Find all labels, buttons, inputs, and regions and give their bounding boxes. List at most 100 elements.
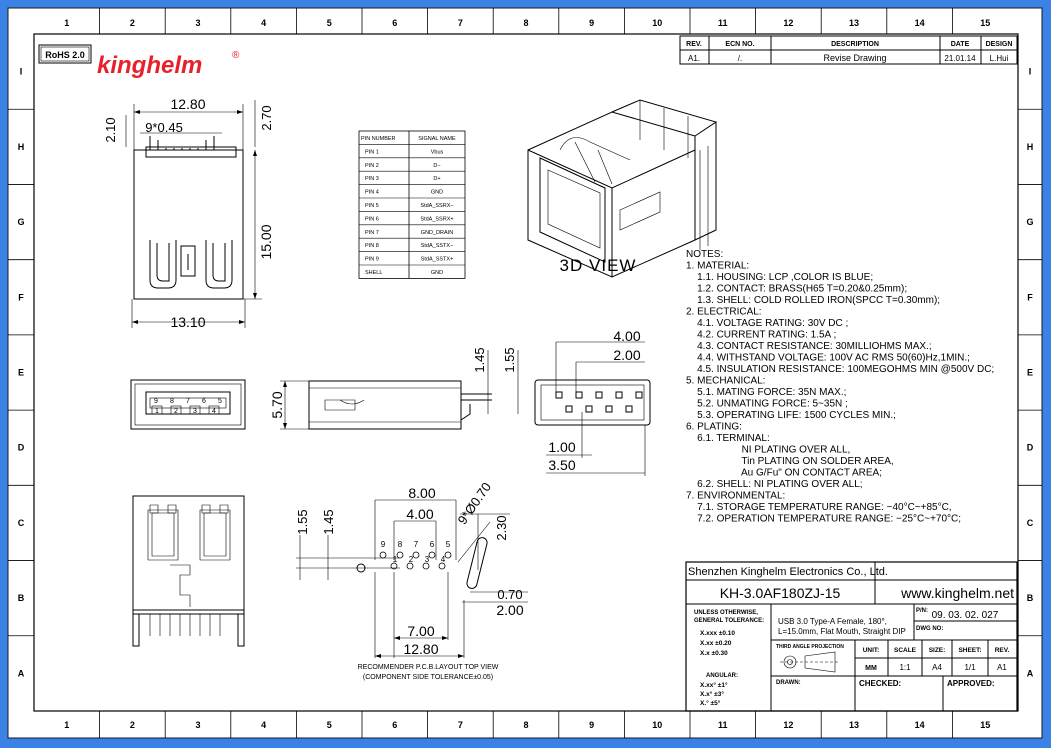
pin-table-cell: StdA_SSTX+ bbox=[421, 257, 454, 263]
end-view: 4.00 2.00 1.00 3.50 bbox=[534, 328, 651, 476]
column-label: 1 bbox=[64, 720, 69, 730]
tolerance-title-1: UNLESS OTHERWISE, bbox=[694, 610, 758, 616]
pcb-hole-label: 3 bbox=[425, 555, 430, 564]
pin-label: 9 bbox=[154, 398, 158, 405]
dim-pcb-230: 2.30 bbox=[494, 515, 509, 540]
note-line: 5.1. MATING FORCE: 35N MAX.; bbox=[686, 387, 846, 398]
note-line: 7.2. OPERATION TEMPERATURE RANGE: −25°C~… bbox=[686, 514, 961, 525]
note-line: 1.3. SHELL: COLD ROLLED IRON(SPCC T=0.30… bbox=[686, 295, 940, 306]
column-label: 5 bbox=[327, 18, 332, 28]
column-label: 10 bbox=[652, 18, 662, 28]
column-label: 8 bbox=[523, 18, 528, 28]
note-line: 6.2. SHELL: NI PLATING OVER ALL; bbox=[686, 479, 863, 490]
column-label: 8 bbox=[523, 720, 528, 730]
pin-label: 5 bbox=[218, 398, 222, 405]
note-line: Au G/Fu" ON CONTACT AREA; bbox=[686, 468, 882, 479]
unit-label: UNIT: bbox=[863, 647, 880, 654]
row-label: I bbox=[20, 67, 23, 77]
note-line: 1.2. CONTACT: BRASS(H65 T=0.20&0.25mm); bbox=[686, 284, 907, 295]
row-label: H bbox=[1027, 142, 1034, 152]
dim-height: 15.00 bbox=[258, 224, 274, 259]
pin-table-cell: StdA_SSRX+ bbox=[420, 216, 453, 222]
pcb-hole-label: 4 bbox=[441, 555, 446, 564]
rev-header-date: DATE bbox=[951, 41, 970, 48]
pin-table-cell: PIN 7 bbox=[365, 230, 379, 236]
sheet-value: 1/1 bbox=[964, 663, 976, 672]
pcb-hole-label: 1 bbox=[393, 555, 398, 564]
dim-end-350: 3.50 bbox=[548, 457, 575, 473]
column-label: 2 bbox=[130, 720, 135, 730]
description-line-1: USB 3.0 Type-A Female, 180°, bbox=[778, 617, 887, 626]
pin-table-cell: PIN 1 bbox=[365, 149, 379, 155]
column-label: 9 bbox=[589, 18, 594, 28]
pin-table-cell: PIN 3 bbox=[365, 176, 379, 182]
pcb-hole bbox=[406, 562, 414, 570]
notes: NOTES:1. MATERIAL: 1.1. HOUSING: LCP ,CO… bbox=[686, 249, 994, 525]
drawn-label: DRAWN: bbox=[776, 680, 801, 686]
note-line: 7.1. STORAGE TEMPERATURE RANGE: −40°C~+8… bbox=[686, 502, 952, 513]
rev-value-date: 21.01.14 bbox=[944, 54, 976, 63]
pcb-hole bbox=[390, 562, 398, 570]
note-line: 4.5. INSULATION RESISTANCE: 100MEGOHMS M… bbox=[686, 364, 994, 375]
pin-table-cell: GND bbox=[431, 190, 443, 196]
title-block: Shenzhen Kinghelm Electronics Co., Ltd. … bbox=[685, 561, 1018, 712]
angular-title: ANGULAR: bbox=[706, 673, 738, 679]
pin-table-cell: Vbus bbox=[431, 149, 444, 155]
projection-label: THIRD ANGLE PROJECTION bbox=[776, 644, 844, 650]
column-label: 11 bbox=[718, 18, 728, 28]
column-label: 9 bbox=[589, 720, 594, 730]
rev-label: REV. bbox=[995, 647, 1010, 654]
dim-pcb-400: 4.00 bbox=[406, 506, 433, 522]
tolerance-1: X.xxx ±0.10 bbox=[700, 630, 735, 637]
part-number: KH-3.0AF180ZJ-15 bbox=[720, 585, 841, 601]
row-label: H bbox=[18, 142, 25, 152]
pcb-hole-label: 5 bbox=[446, 540, 451, 549]
rev-value-description: Revise Drawing bbox=[823, 53, 886, 63]
kinghelm-logo: kinghelm ® bbox=[97, 50, 240, 79]
row-label: F bbox=[1027, 292, 1033, 302]
dim-pcb-145: 1.45 bbox=[321, 509, 336, 534]
website: www.kinghelm.net bbox=[900, 585, 1014, 601]
column-label: 15 bbox=[980, 720, 990, 730]
row-label: I bbox=[1029, 67, 1032, 77]
row-label: F bbox=[18, 292, 24, 302]
note-line: 4.4. WITHSTAND VOLTAGE: 100V AC RMS 50(6… bbox=[686, 353, 970, 364]
note-line: 1.1. HOUSING: LCP ,COLOR IS BLUE; bbox=[686, 272, 873, 283]
pin-table-cell: PIN 4 bbox=[365, 190, 379, 196]
logo-registered-mark: ® bbox=[232, 50, 240, 61]
rev-header-description: DESCRIPTION bbox=[831, 41, 879, 48]
column-label: 7 bbox=[458, 720, 463, 730]
pn-value: 09. 03. 02. 027 bbox=[932, 610, 999, 621]
column-label: 12 bbox=[783, 18, 793, 28]
row-label: B bbox=[18, 593, 25, 603]
pin-table-cell: PIN 9 bbox=[365, 257, 379, 263]
note-line: 6. PLATING: bbox=[686, 422, 742, 433]
note-line: 4.3. CONTACT RESISTANCE: 30MILLIOHMS MAX… bbox=[686, 341, 932, 352]
dim-pcb-155: 1.55 bbox=[295, 509, 310, 534]
checked-label: CHECKED: bbox=[859, 679, 901, 688]
row-label: D bbox=[1027, 443, 1034, 453]
pcb-hole bbox=[428, 551, 436, 559]
dim-pcb-800: 8.00 bbox=[408, 485, 435, 501]
tolerance-3: X.x ±0.30 bbox=[700, 650, 728, 657]
dim-side-155: 1.55 bbox=[502, 347, 517, 372]
pin-label: 6 bbox=[202, 398, 206, 405]
approved-label: APPROVED: bbox=[947, 679, 995, 688]
unit-value: MM bbox=[865, 665, 877, 672]
pcb-hole bbox=[444, 551, 452, 559]
note-line: 7. ENVIRONMENTAL: bbox=[686, 491, 785, 502]
description-line-2: L=15.0mm, Flat Mouth, Straight DIP bbox=[778, 627, 906, 636]
column-label: 4 bbox=[261, 18, 266, 28]
dim-side-height: 5.70 bbox=[269, 391, 285, 418]
pcb-hole-label: 8 bbox=[398, 540, 403, 549]
row-label: E bbox=[1027, 368, 1033, 378]
dim-pcb-200: 2.00 bbox=[496, 602, 523, 618]
note-line: 5. MECHANICAL: bbox=[686, 376, 765, 387]
pin-table-cell: PIN 6 bbox=[365, 216, 379, 222]
sheet-label: SHEET: bbox=[958, 647, 981, 654]
pin-table-cell: SIGNAL NAME bbox=[418, 136, 456, 142]
pin-label: 1 bbox=[155, 408, 159, 415]
